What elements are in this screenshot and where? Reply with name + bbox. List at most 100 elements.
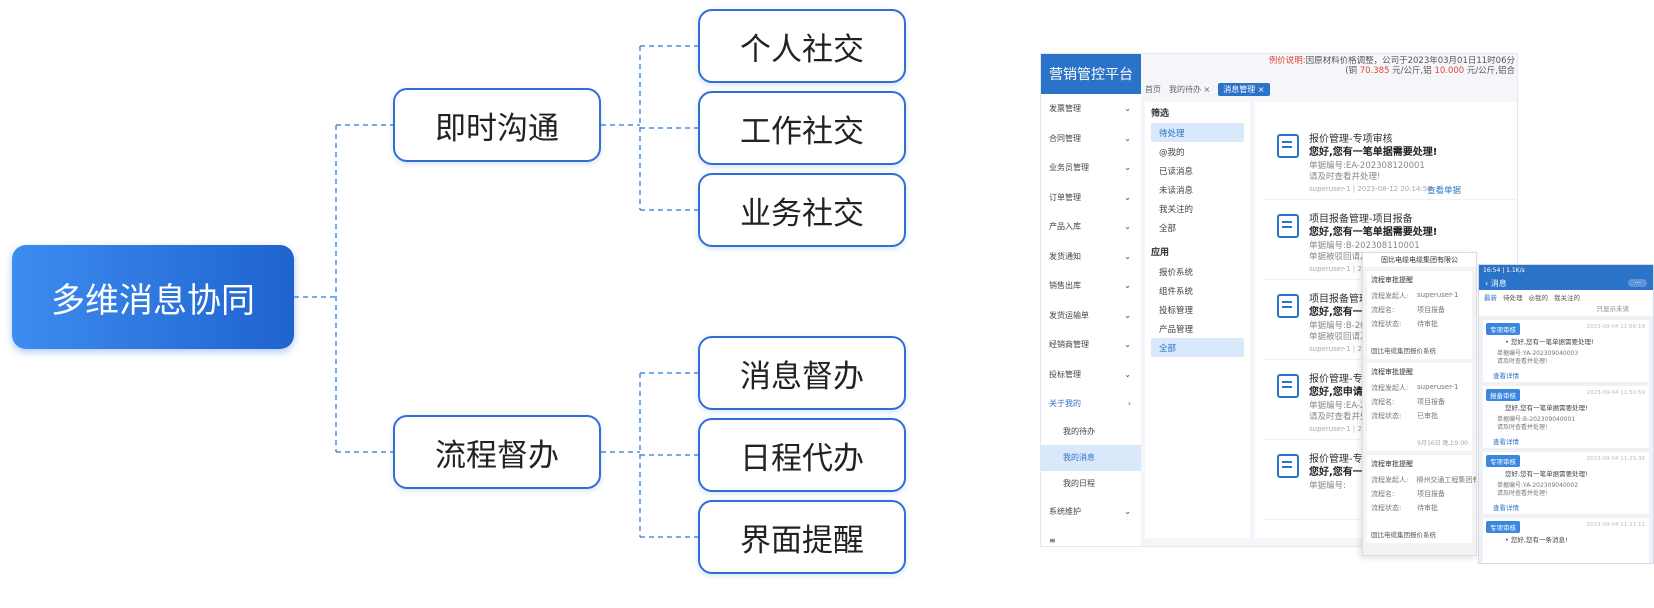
sidebar-item[interactable]: 销售出库⌄ (1041, 271, 1141, 301)
app-filter-item[interactable]: 产品管理 (1159, 324, 1194, 335)
chevron-down-icon: ⌄ (1124, 222, 1131, 232)
sidebar: 发票管理⌄合同管理⌄业务员管理⌄订单管理⌄产品入库⌄发货通知⌄销售出库⌄发货运输… (1041, 94, 1141, 546)
notice-line1: 因原材料价格调整，公司于2023年03月01日11时06分 (1305, 56, 1515, 66)
card-line2: 请及时查看并处理! (1309, 172, 1381, 182)
approval-card[interactable]: 流程审批提醒流程发起人:柳州交通工程集团有流程名:项目报备流程状态:待审批固比电… (1367, 455, 1476, 543)
leaf-message-supervision: 消息督办 (698, 336, 906, 410)
sidebar-item-label: 发货运输单 (1049, 310, 1089, 320)
root-node: 多维消息协同 (12, 245, 294, 349)
view-detail-link[interactable]: 查看详情 (1493, 438, 1519, 446)
chevron-down-icon: ⌄ (1124, 369, 1131, 379)
sidebar-item-label: 销售出库 (1049, 281, 1081, 291)
phone-status-bar: 16:54 | 1.1K/s (1479, 265, 1653, 276)
row-value: 项目报备 (1417, 490, 1445, 498)
sidebar-item-label: 关于我的 (1049, 399, 1081, 409)
mobile-screen: 16:54 | 1.1K/s ‹ 消息 ··· 最新待处理 @我的我关注的 只显示… (1478, 264, 1654, 564)
popup-header: 固比电缆电缆集团有限公 (1363, 253, 1476, 267)
phone-tab[interactable]: @我的 (1528, 293, 1549, 302)
filter-item[interactable]: 已读消息 (1159, 166, 1194, 177)
view-detail-link[interactable]: 查看详情 (1493, 372, 1519, 380)
card-line1: 单据编号:B-2023 (1309, 321, 1377, 331)
card-tag: 专项审核 (1486, 455, 1520, 467)
sidebar-item[interactable]: 订单管理⌄ (1041, 183, 1141, 213)
view-detail-link[interactable]: 查看详情 (1493, 504, 1519, 512)
card-time: 2023-09-04 11:50:59 (1586, 390, 1645, 396)
sidebar-item[interactable]: 我的待办 (1041, 419, 1141, 445)
sidebar-item[interactable]: 关于我的› (1041, 389, 1141, 419)
phone-tab[interactable]: 我关注的 (1554, 293, 1580, 302)
row-key: 流程发起人: (1371, 292, 1409, 300)
sidebar-item[interactable]: 业务员管理⌄ (1041, 153, 1141, 183)
row-value: superuser-1 (1417, 291, 1459, 299)
card-line: 单据编号:B-202309040001 (1497, 416, 1576, 423)
aluminum-price: 10.000 (1434, 66, 1465, 76)
tab-message-management[interactable]: 消息管理 × (1218, 82, 1270, 96)
card-message: • 您好,您有一条消息! (1505, 536, 1568, 544)
approval-row: 流程发起人: 柳州交通工程集团有 (1371, 475, 1476, 485)
card-meta: superuser-1 | 2023-08-12 20:14:58 (1309, 185, 1432, 193)
app-filter-item[interactable]: 全部 (1151, 338, 1244, 357)
unread-toggle[interactable]: 只显示未读 (1479, 303, 1653, 316)
branch-process-supervision: 流程督办 (393, 415, 601, 489)
sidebar-item[interactable]: 合同管理⌄ (1041, 124, 1141, 154)
document-icon (1277, 454, 1299, 478)
row-key: 流程发起人: (1371, 384, 1409, 392)
more-icon[interactable]: ··· (1628, 279, 1647, 287)
branch-label: 流程督办 (435, 437, 559, 474)
sidebar-item[interactable]: 系统维护⌄ (1041, 497, 1141, 527)
sidebar-item[interactable]: 我的消息 (1041, 444, 1141, 471)
card-line: 单据编号:YA-202309040003 (1497, 350, 1579, 357)
approval-time: 9月16日 晚上9:00 (1417, 440, 1468, 447)
app-filter-item[interactable]: 组件系统 (1159, 286, 1194, 297)
sidebar-item[interactable]: 发货通知⌄ (1041, 242, 1141, 272)
app-filter-item[interactable]: 投标管理 (1159, 305, 1194, 316)
card-line: 单据编号:YA-202309040002 (1497, 482, 1579, 489)
tab-bar: 首页 我的待办 × 消息管理 × (1145, 82, 1517, 96)
filter-item[interactable]: 待处理 (1151, 123, 1244, 142)
phone-tab[interactable]: 待处理 (1503, 293, 1523, 302)
sidebar-item[interactable]: 经销商管理⌄ (1041, 330, 1141, 360)
document-icon (1277, 374, 1299, 398)
filter-item[interactable]: 全部 (1159, 223, 1177, 234)
notice-prefix: 例价说明: (1268, 56, 1306, 66)
filter-item[interactable]: 未读消息 (1159, 185, 1194, 196)
sidebar-item[interactable]: 我的日程 (1041, 471, 1141, 497)
chevron-down-icon: ⌄ (1124, 163, 1131, 173)
view-document-link[interactable]: 查看单据 (1427, 186, 1462, 196)
approval-row: 流程名:项目报备 (1371, 305, 1468, 315)
card-tag: 报备审核 (1486, 389, 1520, 401)
tab-home[interactable]: 首页 (1145, 84, 1161, 94)
card-msg: 您好,您有一笔单据需要处理! (1309, 227, 1438, 238)
card-line1: 单据编号:B-202308110001 (1309, 241, 1420, 251)
approval-title: 流程审批提醒 (1371, 368, 1413, 376)
menu-icon[interactable]: ≡ (1049, 536, 1056, 546)
filter-item[interactable]: @我的 (1159, 147, 1185, 158)
sidebar-item[interactable]: 产品入库⌄ (1041, 212, 1141, 242)
app-filter-item[interactable]: 报价系统 (1159, 267, 1194, 278)
back-icon[interactable]: ‹ 消息 (1485, 278, 1507, 288)
phone-tab[interactable]: 最新 (1484, 293, 1497, 302)
message-card[interactable]: 报价管理-专项审核您好,您有一笔单据需要处理!单据编号:EA-202308120… (1263, 124, 1517, 200)
leaf-label: 工作社交 (740, 113, 864, 150)
chevron-down-icon: ⌄ (1124, 104, 1131, 114)
filter-item[interactable]: 我关注的 (1159, 204, 1194, 215)
apply-title: 应用 (1151, 248, 1170, 258)
card-line1: 单据编号: (1309, 481, 1346, 491)
row-key: 流程发起人: (1371, 476, 1409, 484)
sidebar-item[interactable]: 发货运输单⌄ (1041, 301, 1141, 331)
sidebar-item-label: 我的待办 (1063, 427, 1095, 436)
tab-my-todo[interactable]: 我的待办 × (1169, 84, 1211, 94)
row-value: 柳州交通工程集团有 (1416, 476, 1477, 484)
sidebar-item[interactable]: 投标管理⌄ (1041, 360, 1141, 390)
card-line1: 单据编号:EA-202308120001 (1309, 161, 1425, 171)
root-label: 多维消息协同 (51, 280, 255, 321)
card-line2: 请及时查看并处理 (1309, 412, 1378, 422)
sidebar-item[interactable]: 发票管理⌄ (1041, 94, 1141, 124)
